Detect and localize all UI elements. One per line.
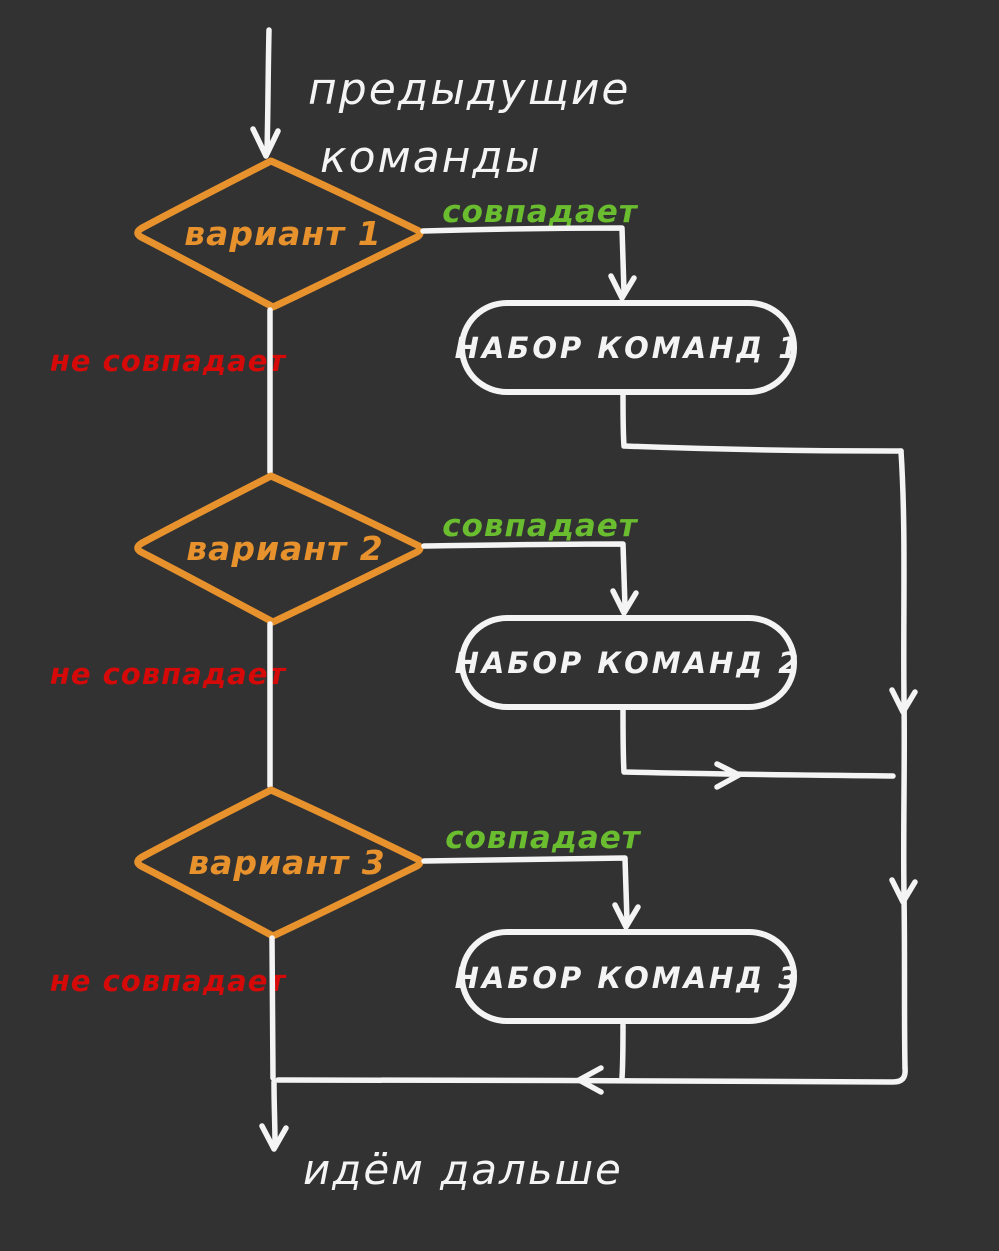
match-label-2: совпадает — [442, 508, 639, 544]
bottom-merge — [275, 1065, 908, 1095]
process-2-output-connector — [620, 707, 896, 779]
match-label-3: совпадает — [445, 820, 642, 856]
exit-flow: идём дальше — [259, 1079, 623, 1194]
start-label-line2: команды — [320, 132, 542, 183]
decision-2-label: вариант 2 — [186, 529, 384, 568]
decision-3-label: вариант 3 — [188, 843, 386, 882]
bottom-merge-arrowhead-icon — [576, 1065, 604, 1095]
match-arrow-3-line — [421, 855, 630, 924]
process-1-label: НАБОР КОМАНД 1 — [455, 331, 802, 365]
match-arrow-1-head-icon — [608, 273, 637, 301]
decision-1-label: вариант 1 — [184, 214, 382, 253]
match-arrow-2-head-icon — [610, 588, 639, 616]
process-1-shape — [459, 300, 797, 395]
start-flow: предыдущие команды — [250, 27, 631, 183]
channel-arrowhead-1-icon — [889, 687, 918, 715]
process-2-shape — [459, 615, 797, 710]
process-3-label: НАБОР КОМАНД 3 — [455, 961, 802, 995]
process-3-output-connector — [619, 1022, 626, 1081]
process-2-output-arrowhead-icon — [714, 761, 742, 790]
start-arrow-line — [264, 27, 272, 154]
row-variant-1: вариант 1 совпадает НАБОР КОМАНД 1 не со… — [50, 157, 904, 475]
decision-2-diamond — [134, 472, 424, 626]
exit-arrowhead-icon — [259, 1123, 289, 1152]
row-variant-3: вариант 3 совпадает НАБОР КОМАНД 3 не со… — [50, 786, 802, 1081]
process-1-output-connector — [620, 392, 904, 454]
match-label-1: совпадает — [442, 194, 639, 230]
right-channel-line — [898, 448, 908, 1071]
match-arrow-3-head-icon — [612, 902, 641, 930]
right-merge-channel — [889, 448, 918, 1071]
match-arrow-2-line — [421, 541, 628, 610]
no-match-label-3: не совпадает — [50, 964, 288, 998]
start-arrowhead-icon — [250, 126, 281, 159]
row-variant-2: вариант 2 совпадает НАБОР КОМАНД 2 не со… — [50, 472, 896, 790]
process-3-shape — [459, 929, 797, 1024]
no-match-label-1: не совпадает — [50, 344, 288, 378]
decision-1-diamond — [134, 157, 424, 311]
no-match-connector-3 — [269, 935, 276, 1081]
channel-arrowhead-2-icon — [889, 877, 918, 905]
match-arrow-1-line — [420, 225, 627, 295]
end-label: идём дальше — [303, 1145, 623, 1194]
no-match-label-2: не совпадает — [50, 657, 288, 691]
process-2-label: НАБОР КОМАНД 2 — [455, 646, 802, 680]
exit-arrow-line — [271, 1079, 278, 1146]
bottom-merge-line — [275, 1065, 908, 1085]
start-label-line1: предыдущие — [308, 64, 631, 115]
